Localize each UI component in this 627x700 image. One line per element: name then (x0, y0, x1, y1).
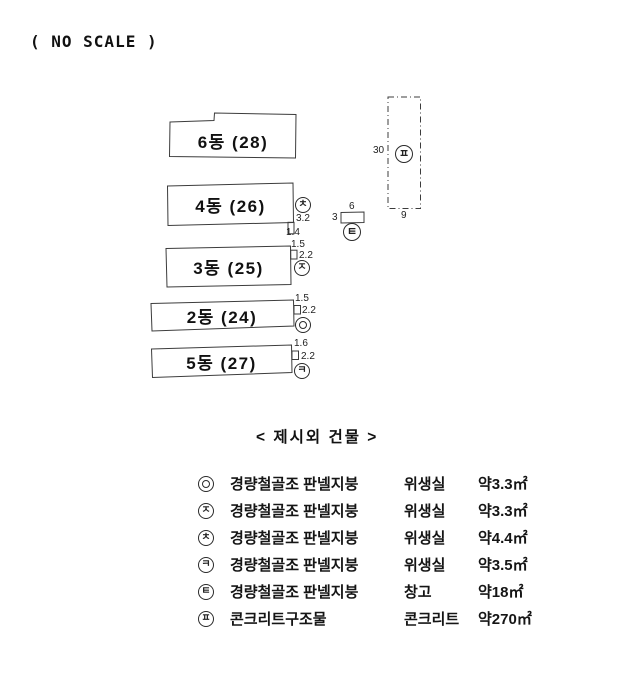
legend-row: ㅈ 경량철골조 판넬지붕 위생실 약3.3㎡ (198, 500, 598, 520)
building-2-label: 2동 (24) (186, 308, 258, 327)
shed-dim-left: 3 (332, 212, 338, 223)
legend-use: 위생실 (404, 503, 446, 520)
legend-structure: 경량철골조 판넬지붕 (230, 557, 359, 574)
building-3-outline (165, 245, 292, 288)
legend-area: 약3.3㎡ (478, 476, 528, 493)
legend-symbol-jieut: ㅈ (198, 502, 214, 519)
building-4-annex-outline (287, 221, 295, 235)
legend-area: 약3.3㎡ (478, 503, 528, 520)
building-4-label: 4동 (26) (195, 196, 266, 216)
building-4-dim-height: 3.2 (296, 213, 310, 224)
legend-symbol-double-circle (198, 475, 214, 492)
legend-symbol-pieup: ㅍ (198, 610, 214, 627)
building-2-annex-outline (293, 305, 301, 315)
building-5-dim-side: 2.2 (301, 351, 315, 362)
building-2-dim-top: 1.5 (295, 293, 309, 304)
legend-use: 창고 (404, 584, 432, 601)
building-4-dim-width: 1.4 (286, 227, 300, 238)
legend-row: ㅊ 경량철골조 판넬지붕 위생실 약4.4㎡ (198, 527, 598, 547)
legend-title: < 제시외 건물 > (256, 429, 379, 446)
building-5-outline (150, 344, 293, 379)
legend-area: 약3.5㎡ (478, 557, 528, 574)
legend-row: ㅍ 콘크리트구조물 콘크리트 약270㎡ (198, 608, 598, 628)
building-5-annex-outline (291, 350, 299, 360)
building-2-outline (150, 299, 295, 332)
legend-structure: 콘크리트구조물 (230, 611, 327, 628)
legend-row: ㅌ 경량철골조 판넬지붕 창고 약18㎡ (198, 581, 598, 601)
building-3-dim-side: 2.2 (299, 250, 313, 261)
building-3-label: 3동 (25) (193, 259, 264, 278)
site-plan-linework (150, 96, 421, 379)
building-5-dim-top: 1.6 (294, 338, 308, 349)
legend-use: 콘크리트 (404, 611, 460, 628)
building-5-symbol-kieuk: ㅋ (294, 363, 310, 379)
concrete-symbol-pieup: ㅍ (395, 145, 413, 163)
concrete-dim-left: 30 (373, 145, 385, 156)
legend-use: 위생실 (404, 557, 446, 574)
extra-buildings-legend: < 제시외 건물 > 경량철골조 판넬지붕 위생실 약3.3㎡ ㅈ 경량철골조 … (198, 425, 598, 635)
legend-use: 위생실 (404, 530, 446, 547)
building-6-outline (168, 112, 297, 159)
legend-symbol-tieut: ㅌ (198, 583, 214, 600)
building-2-dim-side: 2.2 (302, 305, 316, 316)
building-6-label: 6동 (28) (197, 132, 269, 152)
legend-row: ㅋ 경량철골조 판넬지붕 위생실 약3.5㎡ (198, 554, 598, 574)
building-5-label: 5동 (27) (186, 353, 257, 373)
legend-structure: 경량철골조 판넬지붕 (230, 584, 359, 601)
legend-structure: 경량철골조 판넬지붕 (230, 476, 359, 493)
concrete-structure-outline (387, 96, 421, 209)
shed-outline (340, 211, 365, 224)
no-scale-note: ( NO SCALE ) (30, 32, 158, 51)
building-3-dim-top: 1.5 (291, 239, 305, 250)
legend-symbol-chieut: ㅊ (198, 529, 214, 546)
shed-symbol-tieut: ㅌ (343, 223, 361, 241)
shed-dim-top: 6 (349, 201, 355, 212)
building-3-symbol-jieut: ㅈ (294, 260, 310, 276)
building-4-symbol-chieut: ㅊ (295, 197, 311, 213)
legend-symbol-kieuk: ㅋ (198, 556, 214, 573)
legend-structure: 경량철골조 판넬지붕 (230, 503, 359, 520)
concrete-dim-bottom: 9 (401, 210, 407, 221)
building-2-symbol-double-circle (295, 317, 311, 333)
legend-structure: 경량철골조 판넬지붕 (230, 530, 359, 547)
legend-area: 약18㎡ (478, 584, 524, 601)
legend-area: 약4.4㎡ (478, 530, 528, 547)
building-3-annex-outline (290, 249, 298, 260)
legend-row: 경량철골조 판넬지붕 위생실 약3.3㎡ (198, 473, 598, 493)
legend-use: 위생실 (404, 476, 446, 493)
legend-area: 약270㎡ (478, 611, 532, 628)
